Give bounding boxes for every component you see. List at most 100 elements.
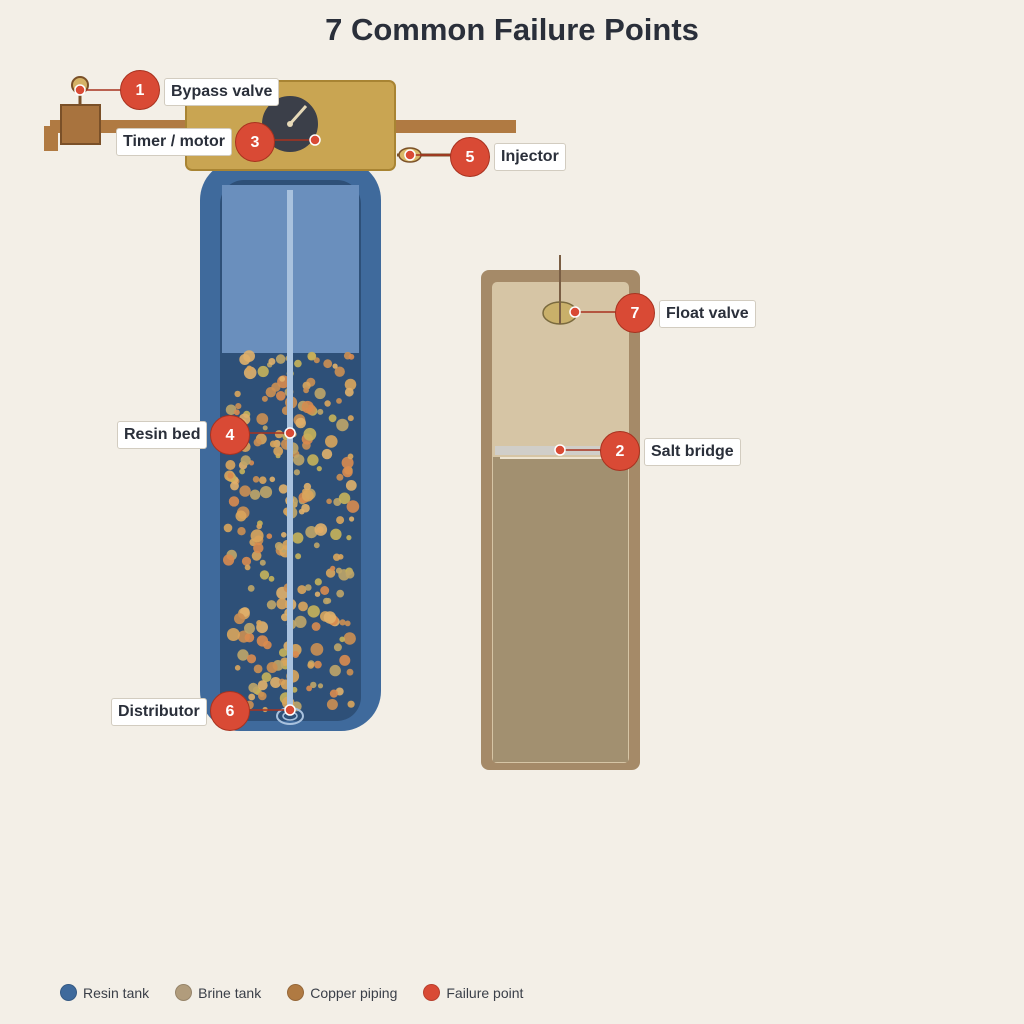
callout-resin-bed: Resin bed [117, 421, 208, 449]
resin-bead [265, 387, 276, 398]
resin-bead [294, 615, 307, 629]
resin-bead [275, 354, 286, 364]
resin-bead [310, 643, 324, 656]
resin-bead [311, 622, 321, 631]
resin-bead [307, 454, 319, 466]
resin-bead [339, 619, 346, 626]
resin-bead [248, 682, 259, 693]
resin-bead [250, 529, 264, 543]
resin-bead [258, 691, 267, 701]
resin-bead [303, 427, 317, 441]
resin-bead [336, 398, 342, 404]
resin-bead [225, 404, 237, 416]
resin-bead [349, 516, 355, 522]
resin-bead [293, 469, 300, 476]
failure-dot-7 [569, 306, 581, 318]
resin-bead [256, 620, 262, 626]
resin-bead [269, 440, 277, 448]
resin-bead [316, 466, 322, 472]
resin-bead [244, 564, 251, 571]
resin-bead [295, 553, 302, 560]
resin-bead [274, 430, 284, 439]
legend-item-brine-tank: Brine tank [175, 984, 261, 1001]
resin-bead [314, 387, 326, 400]
failure-badge-4: 4 [210, 415, 250, 455]
resin-bead [341, 456, 354, 469]
resin-bead [225, 460, 236, 470]
outlet-pipe [390, 120, 516, 133]
failure-badge-5: 5 [450, 137, 490, 177]
resin-bead [325, 597, 332, 604]
resin-bead [262, 425, 268, 431]
resin-bead [344, 387, 354, 397]
legend-label: Resin tank [83, 984, 150, 1001]
resin-bead [234, 390, 241, 398]
legend-swatch-icon [60, 984, 77, 1001]
resin-bead [239, 468, 246, 475]
resin-bead [256, 523, 263, 530]
resin-bead [302, 381, 311, 390]
failure-dot-6 [284, 704, 296, 716]
resin-bead [323, 359, 333, 369]
resin-bead [276, 391, 286, 401]
resin-bead [338, 492, 351, 505]
resin-bead [268, 358, 276, 365]
resin-bead [259, 486, 273, 499]
resin-bead [240, 455, 251, 466]
resin-bead [246, 365, 253, 372]
resin-bead [346, 500, 360, 513]
resin-bead [336, 473, 344, 481]
failure-dot-3 [309, 134, 321, 146]
resin-bead [223, 554, 235, 566]
resin-bead [332, 363, 338, 369]
resin-bead [293, 454, 305, 466]
failure-dot-5 [404, 149, 416, 161]
resin-bead [256, 635, 269, 647]
resin-bead [253, 664, 263, 674]
legend-item-resin-tank: Resin tank [60, 984, 149, 1001]
resin-bead [234, 613, 245, 625]
resin-bead [259, 476, 267, 485]
resin-bead [317, 408, 324, 415]
inlet-pipe-elbow [44, 126, 58, 151]
resin-bead [266, 662, 278, 673]
resin-bead [314, 591, 321, 597]
resin-bead [279, 376, 286, 382]
resin-bead [345, 569, 355, 579]
failure-badge-2: 2 [600, 431, 640, 471]
legend-item-copper-piping: Copper piping [287, 984, 397, 1001]
legend-swatch-icon [423, 984, 441, 1001]
resin-bead [259, 559, 266, 566]
resin-bead [342, 466, 353, 478]
resin-bead [336, 589, 345, 598]
failure-badge-1: 1 [120, 70, 160, 110]
resin-bead [307, 605, 320, 618]
riser-tube [287, 190, 293, 710]
resin-bead [247, 585, 255, 592]
resin-bead [268, 575, 275, 582]
legend-label: Brine tank [198, 984, 262, 1001]
resin-bead [297, 585, 307, 595]
callout-injector: Injector [494, 143, 566, 171]
resin-bead [244, 632, 255, 643]
resin-bead [266, 600, 277, 610]
resin-bead [230, 481, 239, 491]
resin-bead [226, 628, 240, 641]
resin-bead [303, 387, 309, 394]
resin-bead [301, 489, 314, 502]
resin-bead [235, 510, 247, 522]
resin-bead [295, 417, 307, 429]
resin-bead [278, 484, 289, 494]
legend-item-failure-point: Failure point [423, 984, 523, 1001]
resin-bead [305, 526, 318, 539]
resin-bead [348, 353, 355, 360]
resin-bead [248, 693, 256, 701]
failure-badge-6: 6 [210, 691, 250, 731]
callout-bypass-valve: Bypass valve [164, 78, 280, 106]
resin-bead [269, 476, 276, 483]
callout-salt-bridge: Salt bridge [644, 438, 741, 466]
legend-swatch-icon [287, 984, 305, 1001]
resin-bead [339, 654, 351, 666]
legend: Resin tank Brine tank Copper piping Fail… [60, 984, 523, 1001]
resin-bead [314, 578, 322, 586]
